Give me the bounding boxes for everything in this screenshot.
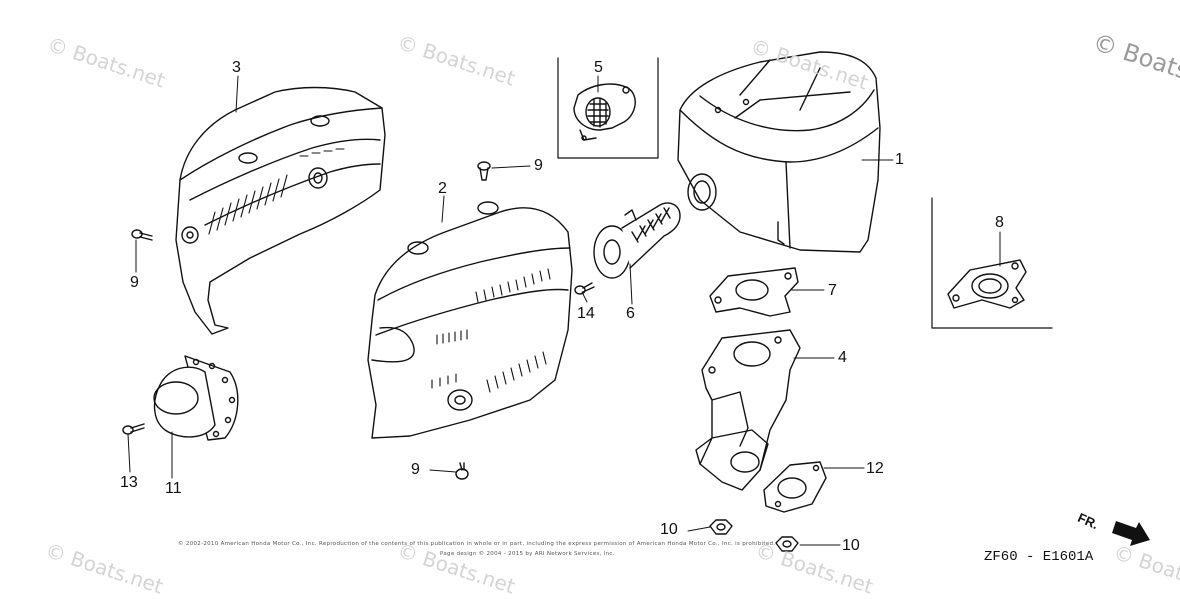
copyright-line-1: © 2002-2010 American Honda Motor Co., In… [178,541,776,547]
callout-3[interactable]: 3 [232,59,241,76]
callout-2[interactable]: 2 [438,180,447,197]
part-1-muffler[interactable] [677,51,881,253]
callout-14[interactable]: 14 [577,305,595,322]
callout-8[interactable]: 8 [995,214,1004,231]
callout-6[interactable]: 6 [626,305,635,322]
part-5-spark-arrester-screen[interactable] [573,83,636,141]
part-8-inset [931,197,1053,329]
part-14-screw[interactable] [574,282,595,295]
front-direction-arrow [1112,521,1150,546]
part-8-gasket[interactable] [947,259,1027,309]
part-7-gasket[interactable] [709,267,799,317]
callout-10-right[interactable]: 10 [842,537,860,554]
callout-5[interactable]: 5 [594,59,603,76]
part-2-muffler-protector[interactable] [367,201,573,439]
part-6-spark-arrester[interactable] [593,202,681,279]
part-9-bolt-bottom[interactable] [455,462,469,480]
part-10-nut-right[interactable] [775,536,799,552]
part-13-screw[interactable] [122,423,145,435]
part-10-nut-left[interactable] [709,519,733,535]
callout-7[interactable]: 7 [828,282,837,299]
callout-13[interactable]: 13 [120,474,138,491]
part-9-bolt-top[interactable] [477,161,491,181]
copyright-line-2: Page design © 2004 - 2015 by ARI Network… [440,551,615,557]
leader-lines [127,75,1001,546]
callout-9-top[interactable]: 9 [534,157,543,174]
part-12-gasket[interactable] [763,461,827,513]
callout-4[interactable]: 4 [838,349,847,366]
part-9-bolt-left[interactable] [131,229,153,241]
part-11-exhaust-cap[interactable] [153,355,239,441]
callout-10-left[interactable]: 10 [660,521,678,538]
diagram-code: ZF60 - E1601A [984,549,1094,565]
callout-9-left[interactable]: 9 [130,274,139,291]
callout-11[interactable]: 11 [165,480,182,497]
part-5-inset [557,57,659,159]
callout-1[interactable]: 1 [895,151,904,168]
part-3-heat-shield[interactable] [175,86,386,335]
part-4-exhaust-pipe[interactable] [695,329,801,491]
callout-12[interactable]: 12 [866,460,884,477]
callout-9-bottom[interactable]: 9 [411,461,420,478]
